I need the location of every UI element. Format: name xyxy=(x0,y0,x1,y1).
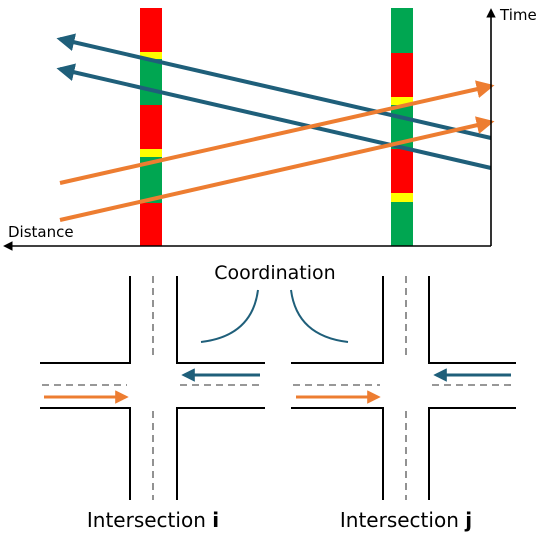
yellow-phase xyxy=(391,97,413,105)
curb-lines xyxy=(291,276,516,500)
coordination-curve-left xyxy=(200,289,259,343)
red-phase xyxy=(140,203,162,246)
curb-lines xyxy=(40,276,265,500)
red-phase xyxy=(391,53,413,97)
red-phase xyxy=(140,8,162,52)
intersection-i-label: Intersection i xyxy=(87,508,219,532)
intersection-j-label: Intersection j xyxy=(340,508,472,532)
time-space-diagram: Time Distance xyxy=(3,6,537,251)
outbound-trajectory-2 xyxy=(59,116,495,222)
green-phase xyxy=(140,157,162,203)
inbound-trajectory-1 xyxy=(56,33,492,140)
green-phase xyxy=(391,202,413,246)
time-axis-label: Time xyxy=(499,6,537,24)
coordination-label: Coordination xyxy=(214,262,335,284)
green-phase xyxy=(391,8,413,53)
signal-timing-bar-j xyxy=(391,8,413,246)
signal-timing-bar-i xyxy=(140,8,162,246)
distance-axis-label: Distance xyxy=(8,223,74,241)
lane-markings xyxy=(42,276,263,500)
green-phase xyxy=(140,59,162,105)
inbound-trajectory-2 xyxy=(56,63,492,170)
red-phase xyxy=(391,149,413,193)
coordination-label-group: Coordination xyxy=(200,262,349,343)
red-phase xyxy=(140,105,162,149)
outbound-trajectory-1 xyxy=(59,80,495,185)
coordination-curve-right xyxy=(290,289,349,343)
yellow-phase xyxy=(140,52,162,59)
intersection-i: Intersection i xyxy=(40,276,265,532)
yellow-phase xyxy=(391,193,413,202)
yellow-phase xyxy=(140,149,162,157)
intersection-j: Intersection j xyxy=(291,276,516,532)
lane-markings xyxy=(293,276,514,500)
